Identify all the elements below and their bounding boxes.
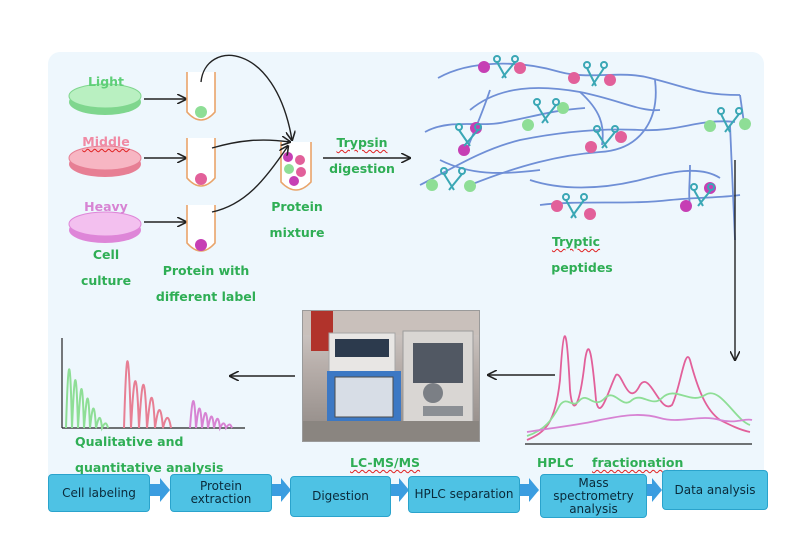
flow-step-mass-spectrometry: Mass spectrometry analysis bbox=[540, 474, 647, 518]
flow-step-cell-labeling: Cell labeling bbox=[48, 474, 150, 512]
label-protein: Protein bbox=[271, 199, 323, 214]
label-different-label: different label bbox=[155, 289, 257, 304]
flow-step-protein-extraction: Protein extraction bbox=[170, 474, 272, 512]
flow-arrows bbox=[150, 478, 662, 502]
label-protein-with: Protein with bbox=[162, 263, 250, 278]
arrow-tube-heavy bbox=[211, 146, 288, 213]
peptide-beads bbox=[426, 61, 751, 220]
hplc-chromatogram bbox=[525, 335, 753, 445]
label-light: Light bbox=[87, 74, 125, 89]
label-trypsin: Trypsin bbox=[336, 135, 388, 150]
label-lcms: LC-MS/MS bbox=[350, 455, 421, 470]
label-peptides: peptides bbox=[551, 260, 613, 275]
label-quantitative: quantitative analysis bbox=[75, 460, 224, 475]
flow-step-data-analysis: Data analysis bbox=[662, 470, 768, 510]
flow-step-digestion: Digestion bbox=[290, 476, 391, 517]
label-qualitative: Qualitative and bbox=[75, 434, 184, 449]
dish-heavy bbox=[68, 211, 142, 243]
label-cell-culture-line2: culture bbox=[80, 273, 132, 288]
label-cell-culture-line1: Cell bbox=[92, 247, 120, 262]
label-fractionation: fractionation bbox=[592, 455, 684, 470]
arrow-tube-middle bbox=[211, 140, 290, 149]
label-mixture: mixture bbox=[269, 225, 325, 240]
label-tryptic: Tryptic bbox=[551, 234, 601, 249]
label-middle: Middle bbox=[82, 134, 130, 149]
label-digestion: digestion bbox=[329, 161, 395, 176]
lcms-instrument-photo bbox=[302, 310, 480, 442]
label-heavy: Heavy bbox=[84, 199, 128, 214]
tube-heavy bbox=[186, 205, 216, 252]
label-hplc: HPLC bbox=[537, 455, 574, 470]
tube-middle bbox=[186, 138, 216, 187]
mass-spectra bbox=[61, 338, 245, 432]
scissors-icon bbox=[440, 55, 743, 219]
tube-light bbox=[186, 72, 216, 121]
arrow-tube-light bbox=[200, 54, 292, 140]
dish-light bbox=[68, 83, 142, 115]
dish-middle bbox=[68, 145, 142, 177]
flow-step-hplc-separation: HPLC separation bbox=[408, 476, 520, 513]
